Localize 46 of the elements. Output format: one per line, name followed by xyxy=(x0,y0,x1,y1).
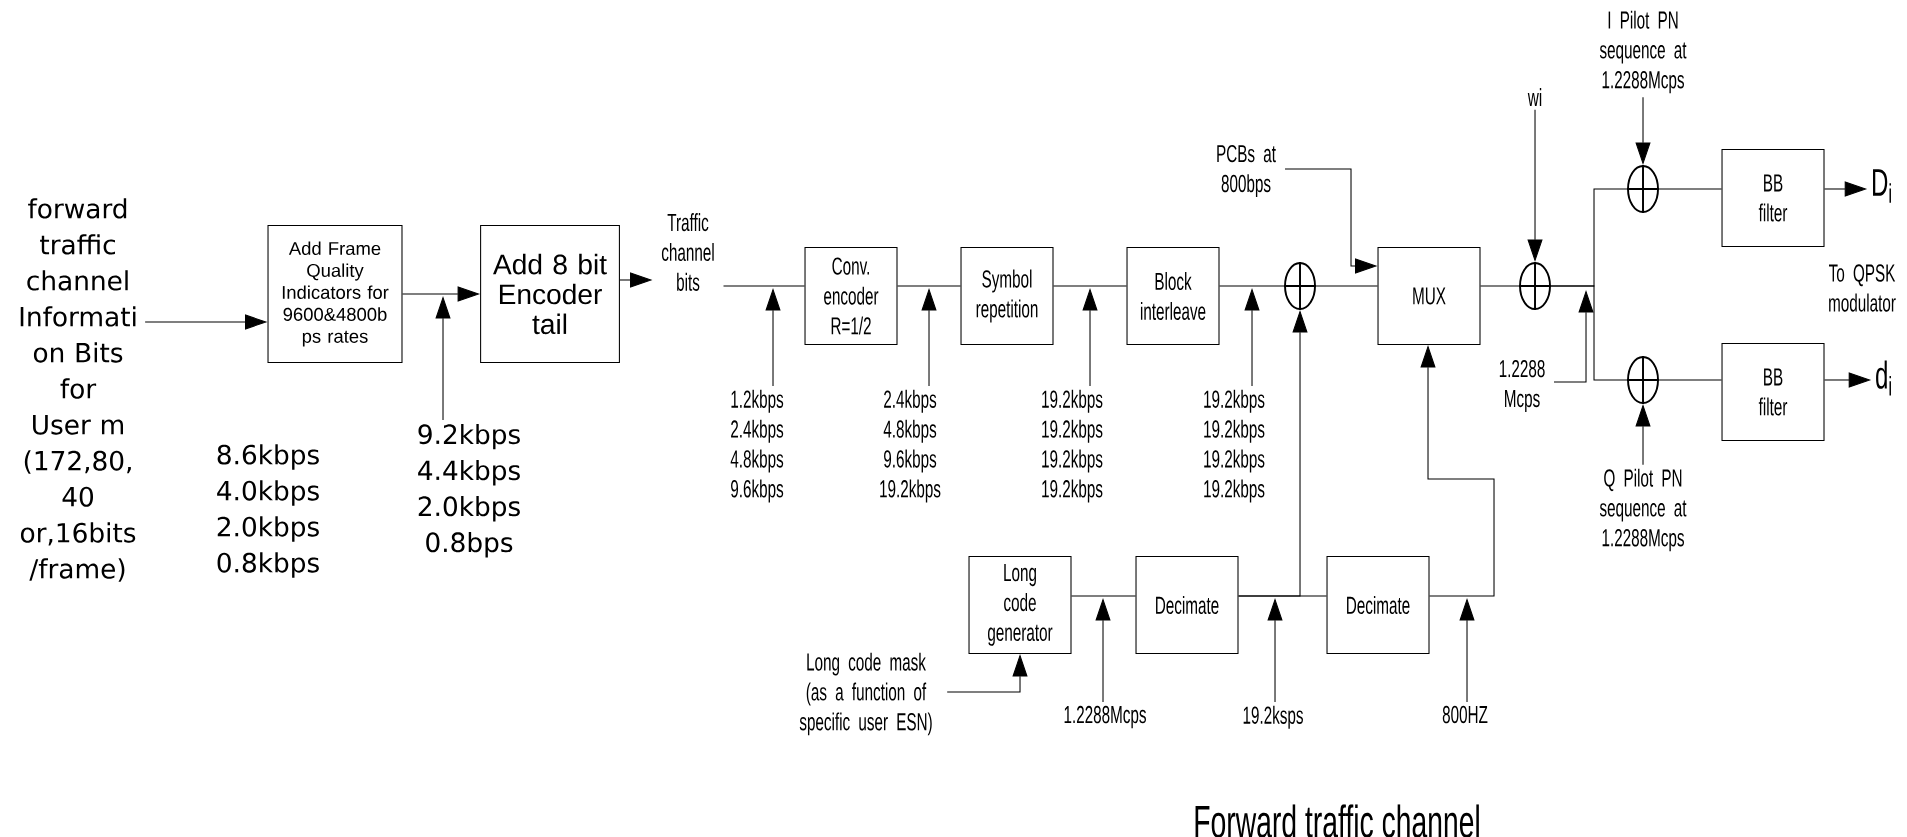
xor-symbol xyxy=(1283,261,1317,311)
rate-label: 19.2kbps 19.2kbps 19.2kbps 19.2kbps xyxy=(1204,389,1265,503)
signal-label: I Pilot PN sequence at 1.2288Mcps xyxy=(1599,10,1687,94)
filter-box: BB filter xyxy=(1721,148,1825,247)
xor-symbol xyxy=(1626,355,1660,405)
process-box: Decimate xyxy=(1135,555,1239,654)
process-box: Long code generator xyxy=(968,555,1072,654)
rate-label: 9.2kbps 4.4kbps 2.0kbps 0.8bps xyxy=(418,423,520,558)
connector-line xyxy=(1658,379,1722,381)
rate-label: 1.2kbps 2.4kbps 4.8kbps 9.6kbps xyxy=(730,389,784,503)
process-box: MUX xyxy=(1377,247,1481,345)
connector-line xyxy=(1053,285,1127,287)
connector-line xyxy=(722,285,805,287)
rate-label: 19.2ksps xyxy=(1243,705,1303,729)
output-label: d$_{i}$ xyxy=(1876,360,1891,396)
rate-label: 19.2kbps 19.2kbps 19.2kbps 19.2kbps xyxy=(1042,389,1103,503)
connector-line xyxy=(1550,285,1628,381)
rate-label: 8.6kbps 4.0kbps 2.0kbps 0.8kbps xyxy=(217,444,319,578)
process-box: Block interleave xyxy=(1126,247,1220,345)
rate-label: 1.2288Mcps xyxy=(1064,705,1146,729)
note-label: To QPSK modulator xyxy=(1829,264,1896,312)
connector-line xyxy=(1219,285,1285,287)
output-label: D$_{i}$ xyxy=(1873,169,1891,203)
input-label: forward traffic channel Informati on Bits for User m (172,80, 40 or,16bits /frame) xyxy=(20,198,136,582)
signal-label: Traffic channel bits xyxy=(661,213,714,291)
rate-label: 2.4kbps 4.8kbps 9.6kbps 19.2kbps xyxy=(880,389,941,503)
filter-box: BB filter xyxy=(1721,342,1825,441)
process-box: Symbol repetition xyxy=(960,247,1054,345)
connector-line xyxy=(1658,188,1722,190)
rate-label: 800HZ xyxy=(1442,705,1488,724)
connector-line xyxy=(1315,285,1379,287)
process-box: Decimate xyxy=(1326,555,1430,654)
xor-symbol xyxy=(1626,164,1660,214)
connector-line xyxy=(897,285,961,287)
connector-line xyxy=(1480,285,1520,287)
signal-label: Q Pilot PN sequence at 1.2288Mcps xyxy=(1599,468,1687,552)
process-box: Add Frame Quality Indicators for 9600&4800b ps rates xyxy=(267,225,403,363)
signal-label: Long code mask (as a function of specific user ESN) xyxy=(799,652,932,736)
caption: Forward traffic channel xyxy=(1195,804,1479,837)
xor-symbol xyxy=(1518,261,1552,311)
process-box: Add 8 bit Encoder tail xyxy=(480,225,620,363)
signal-label: wi xyxy=(1527,88,1542,106)
signal-label: PCBs at 800bps xyxy=(1217,144,1276,198)
connector-line xyxy=(1071,595,1137,597)
signal-label: 1.2288 Mcps xyxy=(1499,359,1545,413)
process-box: Conv. encoder R=1/2 xyxy=(804,247,898,345)
